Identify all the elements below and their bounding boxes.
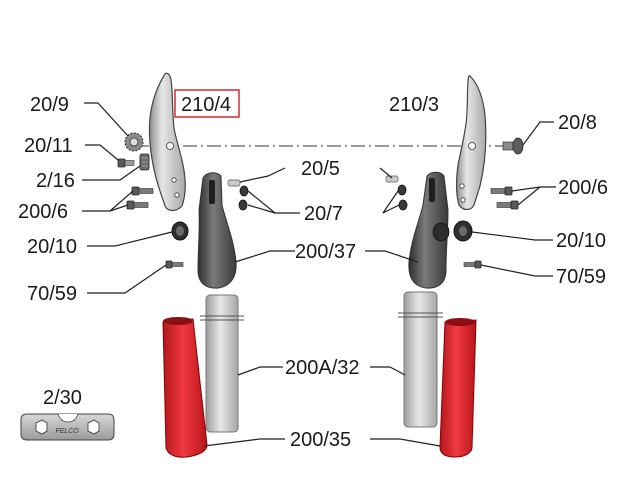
screw-70-59-left: [165, 260, 184, 269]
label-200-6-left: 200/6: [18, 201, 68, 223]
handle-200-37-left: [197, 172, 237, 289]
blade-hole-right-2: [460, 197, 466, 203]
label-200a-32: 200A/32: [285, 357, 360, 379]
shock-absorber-20-10-left: [171, 221, 189, 241]
tube-200a-32-left: [205, 294, 239, 433]
red-cover-opening-left: [163, 317, 193, 325]
red-cover-200-35-left: [162, 318, 208, 458]
red-cover-opening-right: [445, 318, 475, 326]
label-200-6-right: 200/6: [558, 177, 608, 199]
screw-70-59-right: [463, 260, 482, 269]
nut-20-7-left-a: [239, 185, 249, 197]
label-20-10-right: 20/10: [556, 230, 606, 252]
handle-slot-right: [429, 178, 435, 202]
label-20-10-left: 20/10: [27, 236, 77, 258]
label-2-16: 2/16: [36, 170, 75, 192]
screw-20-11: [117, 158, 135, 168]
gear-washer-20-9: [124, 132, 144, 152]
label-210-4: 210/4: [181, 94, 231, 116]
blade-hole-left-2: [174, 192, 180, 198]
handle-200-37-right: [408, 171, 449, 289]
label-20-5: 20/5: [301, 158, 340, 180]
leader-lines: [82, 102, 556, 447]
label-200-35: 200/35: [290, 429, 351, 451]
red-cover-200-35-right: [439, 319, 477, 458]
handle-slot-left: [209, 180, 215, 204]
shock-absorber-20-10-right: [453, 220, 473, 242]
blade-hole-right-1: [459, 183, 465, 189]
label-70-59-left: 70/59: [27, 283, 77, 305]
key-plate-2-30: FELCO: [20, 413, 115, 441]
label-210-3: 210/3: [389, 94, 439, 116]
highlight-box: [174, 89, 240, 118]
label-200-37: 200/37: [295, 241, 356, 263]
label-2-30: 2/30: [43, 387, 82, 409]
pin-20-5-right: [385, 175, 399, 183]
blade-hole-left-1: [171, 177, 177, 183]
bolt-200-6-left-a: [131, 186, 154, 196]
bolt-200-6-right-a: [490, 186, 513, 196]
label-20-8: 20/8: [558, 112, 597, 134]
nut-20-7-left-b: [238, 199, 248, 211]
bolt-20-8: [502, 137, 524, 155]
label-20-11: 20/11: [24, 135, 73, 157]
tube-200a-32-right: [403, 291, 438, 428]
upper-blade-left: [148, 72, 186, 212]
label-20-7: 20/7: [304, 203, 343, 225]
nut-2-16: [139, 153, 150, 171]
bolt-200-6-right-b: [496, 200, 519, 210]
bolt-200-6-left-b: [126, 200, 149, 210]
handle-boss-right: [432, 222, 450, 242]
pin-20-5-left: [227, 179, 241, 187]
label-70-59-right: 70/59: [556, 266, 606, 288]
key-plate-logo-text: FELCO: [55, 428, 79, 435]
blade-pivot-hole-right: [468, 142, 476, 150]
blade-pivot-hole-left: [166, 142, 174, 150]
label-20-9: 20/9: [30, 94, 69, 116]
nut-20-7-right-a: [397, 184, 407, 196]
nut-20-7-right-b: [398, 199, 408, 211]
